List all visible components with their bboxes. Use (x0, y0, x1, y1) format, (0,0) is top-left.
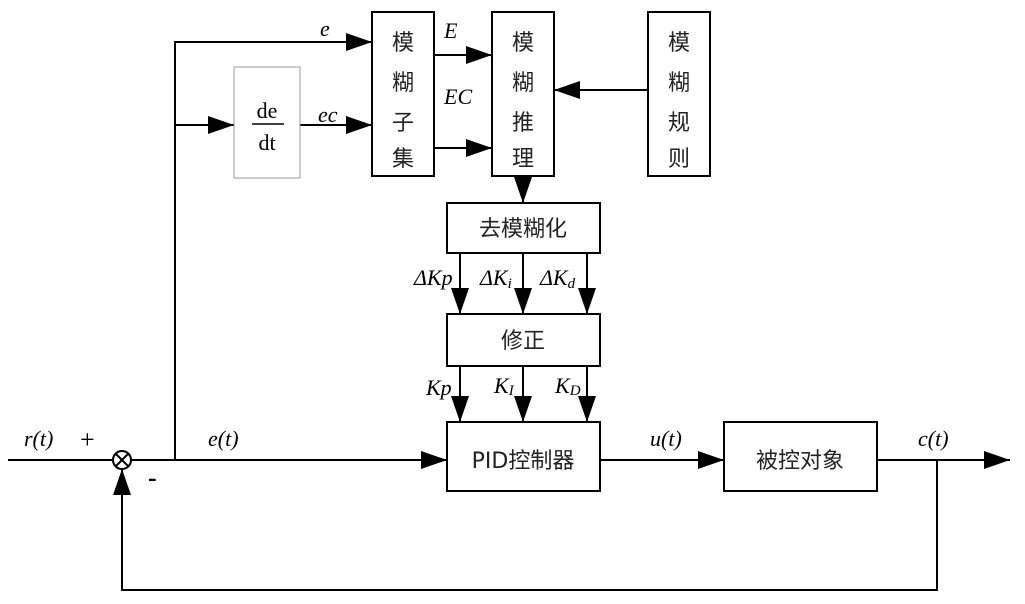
fuzzy-inference-char: 糊 (512, 71, 534, 96)
e-line (174, 33, 372, 460)
label-E: E (443, 18, 458, 43)
fuzzy-subset-char: 集 (392, 147, 414, 172)
fuzzy-rules-char: 糊 (668, 71, 690, 96)
defuzzify-label: 去模糊化 (479, 217, 567, 242)
label-c: c(t) (918, 426, 949, 451)
label-error: e(t) (208, 426, 239, 451)
fuzzy-subset-char: 子 (392, 111, 414, 136)
fuzzy-subset-char: 模 (392, 31, 414, 56)
fuzzy-rules-char: 则 (668, 147, 690, 172)
label-ki: KI (493, 373, 515, 399)
fuzzy-inference-char: 推 (512, 111, 534, 136)
label-kd: KD (554, 373, 581, 399)
fuzzy-subset-char: 糊 (392, 71, 414, 96)
plant-block (723, 421, 878, 492)
label-delta-kd: ΔKd (539, 265, 576, 292)
pid-controller-block (446, 421, 601, 492)
fuzzy-rules-char: 模 (668, 31, 690, 56)
connections (8, 33, 1010, 591)
fuzzy-rules-block (647, 11, 711, 177)
summing-junction (112, 450, 132, 470)
pid-controller-label: PID控制器 (472, 449, 575, 474)
fuzzy-inference-block (491, 11, 555, 177)
fuzzy-subset-block (371, 11, 435, 177)
fuzzy-inference-char: 模 (512, 31, 534, 56)
label-r: r(t) (24, 426, 53, 451)
derivative-denominator: dt (258, 130, 275, 155)
label-minus: - (148, 463, 157, 492)
label-plus: + (80, 425, 95, 454)
derivative-block (233, 66, 301, 179)
feedback-line (113, 460, 938, 591)
label-e: e (320, 16, 330, 41)
defuzzify-block (446, 202, 601, 254)
correction-block (446, 313, 601, 367)
label-EC: EC (443, 84, 472, 109)
label-kp: Kp (425, 375, 452, 400)
fuzzy-inference-char: 理 (512, 147, 534, 172)
plant-label: 被控对象 (756, 449, 844, 474)
fuzzy-rules-char: 规 (668, 111, 690, 136)
label-delta-ki: ΔKi (479, 265, 512, 292)
label-delta-kp: ΔKp (413, 265, 453, 290)
derivative-numerator: de (257, 98, 278, 123)
correction-label: 修正 (501, 329, 545, 354)
label-ec: ec (318, 102, 338, 127)
label-u: u(t) (650, 426, 682, 451)
